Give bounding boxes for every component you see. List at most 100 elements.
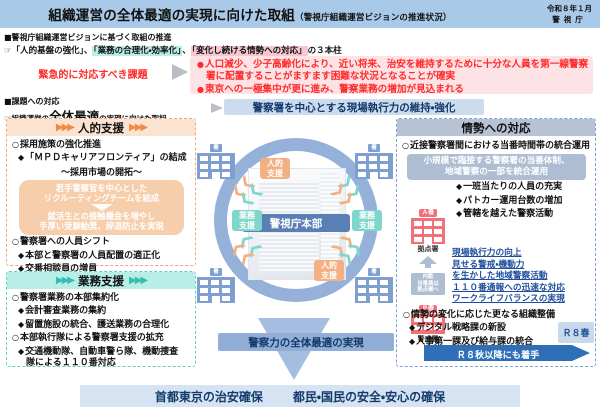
outcome-link[interactable]: を生かした地域警察活動 [452, 271, 548, 282]
list-item: 人事第一課及び給与課の統合 [403, 336, 594, 348]
panel-operations-support-body: 警察署業務の本部集約化 会計審査業務の集約 留置施設の統合、護送業務の合理化 本… [7, 289, 195, 371]
station-icon-sw: 署 [196, 258, 236, 303]
list-item: 東京への一極集中が更に進み、警察業務の増加が見込まれる [197, 84, 589, 96]
outcome-link[interactable]: １１０番通報への迅速な対応 [452, 282, 565, 293]
pillar-icon: ☞ [4, 46, 12, 56]
panel-operations-support-header: ▶▶▶ 業務支援 ▶▶▶ [7, 272, 195, 289]
list-item: ～採用市場の開拓～ [60, 167, 142, 178]
section1-marker: ■警視庁組織運営ビジョンに基づく取組の推進 [4, 33, 172, 42]
outcome-link[interactable]: ワークライフバランスの実現 [452, 294, 565, 305]
station-building-icon [355, 277, 393, 303]
panel-operations-support: ▶▶▶ 業務支援 ▶▶▶ 警察署業務の本部集約化 会計審査業務の集約 留置施設の… [6, 271, 196, 368]
list-item: 採用施策の強化推進 [12, 139, 192, 151]
transfer-note-line: 内勤 [422, 274, 434, 280]
list-item: 本部と警察署の人員配置の適正化 [12, 250, 192, 262]
chevron-right-icon: ▶▶▶ [129, 122, 148, 133]
page-header: 組織運営の全体最適の実現に向けた取組（警視庁組織運営ビジョンの推進状況） 令和８… [0, 0, 600, 28]
panel-human-support: ▶▶▶ 人的支援 ▶▶▶ 採用施策の強化推進 「ＭＰＤキャリアフロンティア」の結… [6, 118, 196, 274]
station-a-caption: 拠点署 [417, 245, 439, 253]
header-date-block: 令和８年１月 警視庁 [547, 3, 592, 25]
goal-banner: 警察力の全体最適の実現 [218, 333, 394, 351]
page-title-sub: （警視庁組織運営ビジョンの推進状況） [295, 13, 452, 23]
tag-operations-support-right: 業務支援 [352, 210, 382, 231]
station-building-icon [355, 153, 393, 179]
pillar-text-1: 「人的基盤の強化」、 [11, 46, 93, 56]
header-date: 令和８年１月 [547, 4, 592, 13]
center-diagram: 警視庁本部 署 署 署 署 [196, 122, 396, 332]
page-title-main: 組織運営の全体最適の実現に向けた取組 [48, 8, 295, 24]
urgent-issues-list: 人口減少、少子高齢化により、近い将来、治安を維持するために十分な人員を第一線警察… [190, 56, 593, 96]
recruiting-callout: 若手警察官を中心とした リクルーティングチームを結成 就活生との接触機会を増やし… [19, 179, 184, 236]
list-item: 「ＭＰＤキャリアフロンティア」の結成 [12, 152, 192, 164]
outcome-link-list: 現場執行力の向上 見せる警戒・機動力 を生かした地域警察活動 １１０番通報への迅… [452, 248, 594, 306]
arrow-down-icon [90, 203, 113, 211]
station-a-label: Ａ署 [418, 209, 437, 217]
station-icon-nw: 署 [196, 134, 236, 179]
org-reform-block: 情勢の変化に応じた更なる組織整備 デジタル戦略課の新設 人事第一課及び給与課の統… [402, 308, 594, 348]
arrow-up-icon [419, 256, 437, 268]
tag-human-support-bottom: 人的支援 [314, 260, 344, 281]
list-item: パトカー運用台数の増加 [450, 195, 592, 207]
footer-banner: 首都東京の治安確保 都民・国民の安全・安心の確保 [80, 385, 520, 407]
footer-text-right: 都民・国民の安全・安心の確保 [292, 389, 446, 404]
list-item: 人口減少、少子高齢化により、近い将来、治安を維持するために十分な人員を第一線警察… [197, 59, 589, 84]
pillar-comma: 、 [182, 46, 191, 56]
outcome-link[interactable]: 現場執行力の向上 [452, 248, 522, 258]
panel-situation-response-header: 情勢への対応 [397, 119, 595, 136]
station-label: 署 [210, 268, 222, 276]
list-item: 警察署業務の本部集約化 [12, 292, 192, 304]
header-agency: 警視庁 [552, 15, 587, 24]
section1-pillars: ☞「人的基盤の強化」、「業務の合理化・効率化」、「変化し続ける情勢への対応」の３… [4, 44, 342, 56]
headquarters-label: 警視庁本部 [242, 214, 350, 232]
list-item: 管轄を越えた警察活動 [450, 208, 592, 220]
station-icon-se: 署 [354, 258, 394, 303]
station-label: 署 [210, 144, 222, 152]
banner-arrow-icon [572, 345, 590, 361]
callout-line: 地域警察の一部を統合運用 [444, 167, 549, 178]
footer-text-left: 首都東京の治安確保 [154, 389, 263, 404]
callout-line: 若手警察官を中心とした [55, 182, 148, 193]
urgent-arrow-icon [172, 64, 188, 80]
list-item: 留置施設の統合、護送業務の合理化 [12, 319, 192, 331]
r8-autumn-banner-label: Ｒ８秋以降にも着手 [456, 350, 540, 361]
list-item: 一班当たりの人員の充実 [450, 181, 592, 193]
panel-human-support-header: ▶▶▶ 人的支援 ▶▶▶ [7, 119, 195, 136]
chevron-right-icon: ▶▶▶ [55, 122, 75, 133]
station-icon-ne: 署 [354, 134, 394, 179]
page-title: 組織運営の全体最適の実現に向けた取組（警視庁組織運営ビジョンの推進状況） [0, 4, 500, 24]
response-band: 警察署を中心とする現場執行力の維持・強化 [224, 99, 484, 115]
list-item: 隊による１１０番対応 [26, 358, 116, 369]
banner-bar [424, 345, 572, 361]
transfer-note: 内勤 当番員は 拠点署へ [411, 273, 445, 295]
list-item: 情勢の変化に応じた更なる組織整備 [403, 309, 594, 321]
list-item: 交番相談員の増員 [12, 263, 192, 275]
callout-line: 就活生との接触機会を増やし [47, 210, 156, 221]
panel-operations-support-title: 業務支援 [78, 273, 124, 288]
outcome-link[interactable]: 見せる警戒・機動力 [452, 259, 525, 270]
list-item: 警察署への人員シフト [12, 236, 192, 248]
response-band-arrow-icon [211, 103, 223, 113]
list-item: 本部執行隊による警察署支援の拡充 [12, 332, 192, 344]
integrated-operation-callout: 小規模で臨接する警察署の当番体制、 地域警察の一部を統合運用 [407, 154, 586, 181]
callout-line: 手厚い受験勧奨、辞退防止を実現 [39, 221, 164, 232]
section2-marker: ■課題への対応 [4, 97, 60, 106]
panel-human-support-title: 人的支援 [78, 120, 124, 135]
list-item: デジタル戦略課の新設 [403, 322, 594, 334]
station-label: 署 [368, 268, 380, 276]
r8-spring-badge: Ｒ８春 [558, 322, 594, 343]
station-building-icon [197, 153, 235, 179]
station-label: 署 [368, 144, 380, 152]
callout-line: リクルーティングチームを結成 [43, 193, 160, 204]
transfer-note-line: 拠点署へ [417, 287, 439, 294]
station-building-icon [197, 277, 235, 303]
chevron-right-icon: ▶▶▶ [55, 275, 75, 286]
list-item: 会計審査業務の集約 [12, 305, 192, 317]
pillar-text-3: 「変化し続ける情勢への対応」 [190, 46, 308, 56]
urgent-issues-label: 緊急的に対応すべき課題 [38, 70, 148, 81]
tag-operations-support-left: 業務支援 [232, 210, 262, 231]
urgent-issues-box: 人口減少、少子高齢化により、近い将来、治安を維持するために十分な人員を第一線警察… [190, 56, 593, 96]
panel-human-support-body: 採用施策の強化推進 「ＭＰＤキャリアフロンティア」の結成 ～採用市場の開拓～ 若… [7, 136, 195, 278]
list-item: 近接警察署間における当番時間帯の統合運用 [402, 140, 592, 152]
callout-line: 小規模で臨接する警察署の当番体制、 [423, 156, 570, 167]
